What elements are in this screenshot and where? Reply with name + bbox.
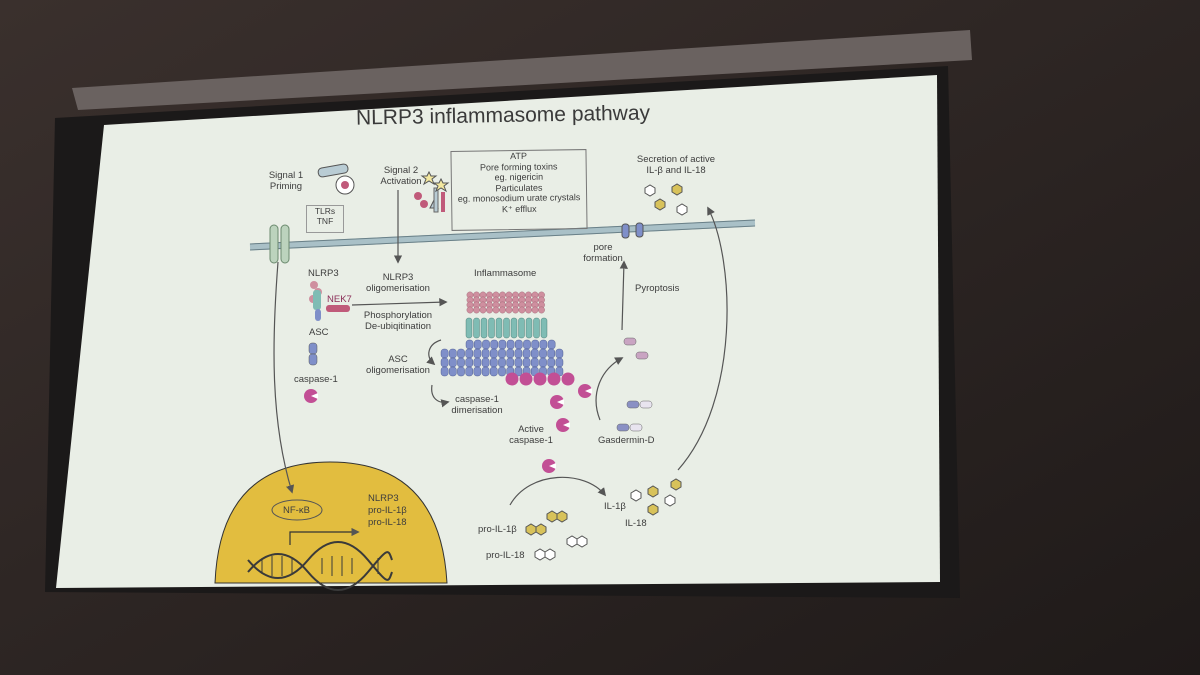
stimulus-item: eg. monosodium urate crystals xyxy=(457,192,581,204)
asc-label: ASC xyxy=(309,327,329,338)
asc-oligomerisation-label: ASC oligomerisation xyxy=(366,354,430,376)
asc-step-line1: ASC xyxy=(388,354,408,365)
virus-icon xyxy=(335,175,355,195)
cell-membrane xyxy=(249,219,756,251)
casp-step-line1: caspase-1 xyxy=(455,394,499,405)
signal1-line1: Signal 1 xyxy=(268,170,304,181)
tlr-receptor-icon xyxy=(269,224,290,264)
nfkb-label: NF-κB xyxy=(283,505,310,516)
active-caspase1-icons xyxy=(542,384,592,473)
secretion-arrow xyxy=(677,206,728,471)
nlrp3-label: NLRP3 xyxy=(308,268,339,279)
pro-il18-label: pro-IL-18 xyxy=(486,550,525,561)
mature-cytokine-icons xyxy=(630,478,682,516)
pore-line1: pore xyxy=(593,242,613,253)
nek7-protein-icon xyxy=(326,305,350,312)
particulate-icons xyxy=(414,170,450,213)
asc-oligomerisation-arrow xyxy=(426,339,442,366)
nucleus-gene-list: NLRP3 pro-IL-1β pro-IL-18 xyxy=(368,493,407,529)
screen-top-bar xyxy=(72,30,972,110)
asc-step-line2: oligomerisation xyxy=(366,365,430,376)
gasdermin-pore-icon xyxy=(621,222,644,239)
receptor-tnf: TNF xyxy=(316,216,334,226)
secretion-label: Secretion of active IL-β and IL-18 xyxy=(637,154,715,176)
caspase-dimerisation-arrow xyxy=(431,384,450,408)
gene-pro-il1b: pro-IL-1β xyxy=(368,505,407,516)
active-line1: Active xyxy=(518,424,544,435)
phos-line2: De-ubiqitination xyxy=(364,321,432,332)
signal2-label: Signal 2 Activation xyxy=(380,165,421,187)
pore-formation-label: pore formation xyxy=(583,242,623,264)
oligo-line1: NLRP3 xyxy=(382,272,414,283)
pyroptosis-arrow xyxy=(619,260,629,331)
nek7-label: NEK7 xyxy=(327,294,352,305)
receptor-box: TLRs TNF xyxy=(306,205,344,233)
caspase1-dimerisation-label: caspase-1 dimerisation xyxy=(451,394,502,416)
pro-il1b-label: pro-IL-1β xyxy=(478,524,517,535)
gasdermin-d-icons xyxy=(616,337,653,432)
nlrp3-oligomerisation-label: NLRP3 oligomerisation xyxy=(366,272,430,294)
signal2-line1: Signal 2 xyxy=(383,165,419,176)
active-caspase1-label: Active caspase-1 xyxy=(509,424,553,446)
gasdermin-cleavage-arrow xyxy=(595,357,624,421)
pro-cytokine-icons xyxy=(525,510,588,561)
page-title: NLRP3 inflammasome pathway xyxy=(355,101,651,130)
stimulus-item: K⁺ efflux xyxy=(501,203,537,214)
signal2-line2: Activation xyxy=(380,176,422,187)
secretion-line1: Secretion of active xyxy=(636,154,716,165)
inflammasome-label: Inflammasome xyxy=(474,268,537,279)
phos-line1: Phosphorylation xyxy=(363,310,433,321)
signal1-line2: Priming xyxy=(269,181,303,192)
pyroptosis-label: Pyroptosis xyxy=(635,283,680,294)
gene-nlrp3: NLRP3 xyxy=(368,493,399,504)
nlrp3-protein-icon xyxy=(309,281,322,321)
dna-helix-icon xyxy=(247,541,393,591)
signal1-to-nucleus-arrow xyxy=(273,261,295,494)
phosphorylation-label: Phosphorylation De-ubiqitination xyxy=(364,310,432,332)
pathway-arrows xyxy=(273,190,728,506)
inflammasome-complex-icon xyxy=(440,291,575,386)
gene-pro-il18: pro-IL-18 xyxy=(368,517,407,528)
casp-step-line2: dimerisation xyxy=(451,405,503,416)
secreted-cytokine-icons xyxy=(644,183,688,216)
il1b-label: IL-1β xyxy=(604,501,626,512)
stimuli-box: ATP Pore forming toxins eg. nigericin Pa… xyxy=(450,149,588,231)
receptor-tlrs: TLRs xyxy=(314,206,336,216)
cytokine-processing-arrow xyxy=(509,476,607,506)
secretion-line2: IL-β and IL-18 xyxy=(646,165,706,176)
asc-protein-icon xyxy=(308,342,318,366)
active-line2: caspase-1 xyxy=(509,435,553,446)
transcription-arrow xyxy=(289,527,360,545)
caspase1-label: caspase-1 xyxy=(294,374,338,385)
gasdermin-d-label: Gasdermin-D xyxy=(598,435,655,446)
oligo-line2: oligomerisation xyxy=(366,283,430,294)
pore-line2: formation xyxy=(583,253,623,264)
caspase1-protein-icon xyxy=(304,389,318,403)
signal1-label: Signal 1 Priming xyxy=(269,170,303,192)
bacterium-icon xyxy=(317,163,349,178)
oligomerisation-arrow xyxy=(351,298,448,307)
il18-label: IL-18 xyxy=(625,518,647,529)
nucleus-icon xyxy=(214,461,448,584)
